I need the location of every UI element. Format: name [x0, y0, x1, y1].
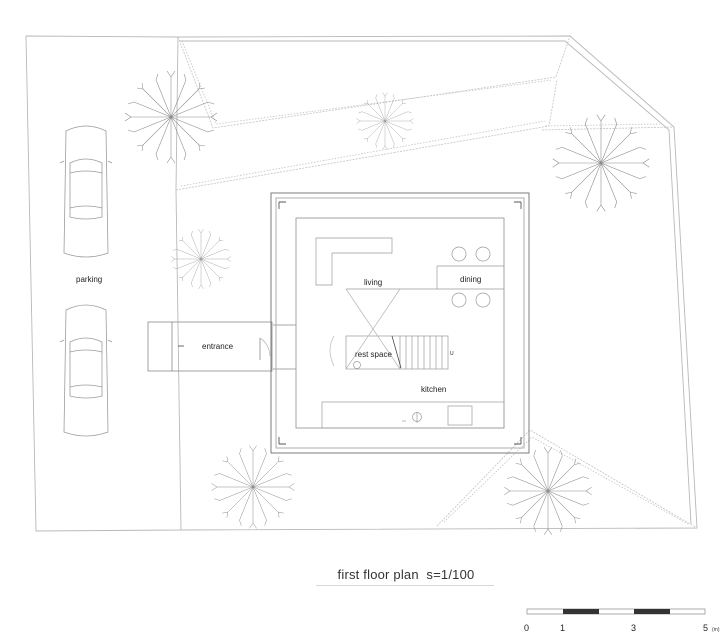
entrance-walkway: [147, 321, 296, 372]
scale-tick-0: 0: [524, 623, 530, 633]
planting-bands: [175, 35, 698, 529]
interior-lines: [315, 237, 505, 429]
room-label-entrance: entrance: [202, 342, 234, 351]
title-underline: [316, 585, 494, 586]
room-label-kitchen: kitchen: [421, 385, 447, 394]
drawing-title: first floor plan s=1/100: [316, 567, 496, 582]
room-label-living: living: [364, 278, 383, 287]
stair-up-mark: U: [450, 351, 454, 357]
drawing-title-text: first floor plan: [337, 567, 419, 582]
room-label-parking: parking: [76, 275, 103, 284]
scale-unit: (m): [712, 627, 720, 633]
room-label-dining: dining: [460, 275, 482, 284]
scale-tick-5: 5: [703, 623, 709, 633]
scale-tick-1: 1: [560, 623, 566, 633]
room-label-rest-space: rest space: [355, 350, 392, 359]
scale-tick-3: 3: [631, 623, 637, 633]
drawing-scale-text: s=1/100: [426, 567, 475, 582]
